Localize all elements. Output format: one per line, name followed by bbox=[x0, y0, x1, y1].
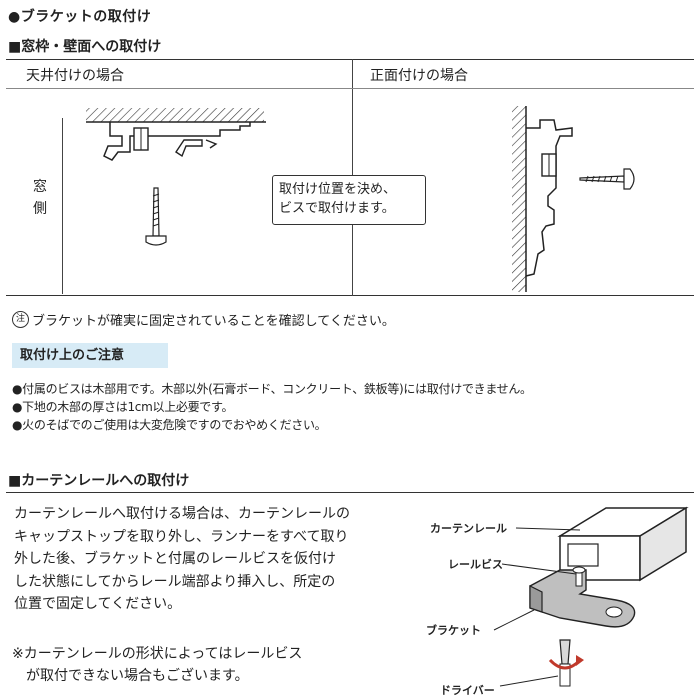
rail-instruction-line: カーテンレールへ取付ける場合は、カーテンレールの bbox=[14, 506, 350, 522]
rail-screw-icon bbox=[572, 566, 586, 587]
rail-section-rule bbox=[6, 492, 694, 493]
mounting-table bbox=[6, 59, 694, 296]
window-side-char-2: 側 bbox=[33, 201, 47, 217]
table-header-divider bbox=[6, 88, 694, 89]
rail-note-line: が取付できない場合もございます。 bbox=[12, 668, 249, 684]
callout-line-1: 取付け位置を決め、 bbox=[279, 182, 397, 197]
rail-instruction-line: 外した後、ブラケットと付属のレールビスを仮付け bbox=[14, 551, 336, 568]
rail-note: ※カーテンレールの形状によってはレールビス が取付できない場合もございます。 bbox=[12, 643, 302, 687]
ceiling-mount-illustration bbox=[86, 108, 266, 246]
rail-instruction-line: した状態にしてからレール端部より挿入し、所定の bbox=[14, 573, 336, 590]
caution-title: 取付け上のご注意 bbox=[12, 343, 168, 368]
bracket-label: ブラケット bbox=[426, 624, 481, 637]
caution-item: ●火のそばでのご使用は大変危険ですのでおやめください。 bbox=[12, 418, 327, 432]
ceiling-mount-header: 天井付けの場合 bbox=[26, 68, 124, 84]
note-mark: 注 bbox=[12, 311, 29, 328]
window-side-label: 窓 側 bbox=[32, 176, 48, 220]
rail-instruction-line: 位置で固定してください。 bbox=[14, 596, 182, 613]
rail-label: カーテンレール bbox=[430, 522, 507, 535]
caution-item: ●付属のビスは木部用です。木部以外(石膏ボード、コンクリート、鉄板等)には取付け… bbox=[12, 382, 532, 396]
front-mount-illustration bbox=[512, 106, 635, 292]
main-heading: ●ブラケットの取付け bbox=[8, 9, 152, 25]
driver-label: ドライバー bbox=[440, 684, 495, 697]
callout-line-2: ビスで取付けます。 bbox=[279, 201, 395, 216]
screwdriver-icon bbox=[548, 639, 584, 687]
mounting-instruction-callout: 取付け位置を決め、 ビスで取付けます。 bbox=[272, 175, 426, 225]
window-wall-heading: ■窓枠・壁面への取付け bbox=[8, 39, 162, 55]
rail-mounting-illustration bbox=[493, 506, 689, 687]
rail-instruction-line: キャップストップを取り外し、ランナーをすべて取り bbox=[14, 528, 349, 545]
rail-instructions: カーテンレールへ取付ける場合は、カーテンレールの キャップストップを取り外し、ラ… bbox=[14, 503, 350, 616]
bracket-note: 注 ブラケットが確実に固定されていることを確認してください。 bbox=[12, 310, 395, 329]
rail-note-line: ※カーテンレールの形状によってはレールビス bbox=[12, 646, 303, 662]
caution-item: ●下地の木部の厚さは1cm以上必要です。 bbox=[12, 400, 234, 414]
screw-icon bbox=[579, 168, 635, 190]
front-mount-header: 正面付けの場合 bbox=[370, 68, 468, 84]
window-frame-line bbox=[62, 118, 63, 294]
window-side-char-1: 窓 bbox=[33, 179, 47, 195]
rail-mounting-heading: ■カーテンレールへの取付け bbox=[8, 473, 190, 489]
note-text: ブラケットが確実に固定されていることを確認してください。 bbox=[32, 314, 395, 329]
rail-screw-label: レールビス bbox=[448, 558, 503, 571]
screw-icon bbox=[145, 187, 167, 246]
